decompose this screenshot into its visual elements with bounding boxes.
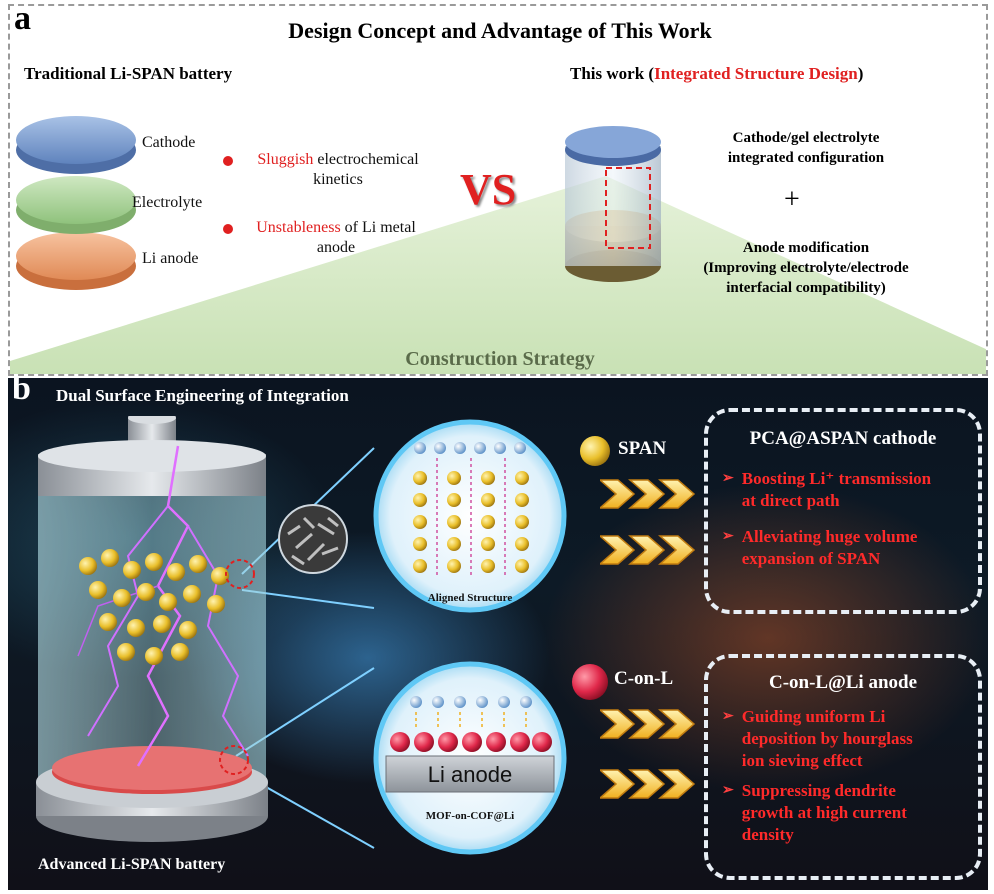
deposition-arrows	[415, 712, 527, 730]
panel-b-title: Dual Surface Engineering of Integration	[56, 386, 349, 405]
integrated-highlight-box	[605, 167, 651, 249]
c-on-l-li-anode-box: C-on-L@Li anode ➢ Guiding uniform Li dep…	[704, 654, 982, 880]
cathode-disc	[16, 116, 136, 174]
cathode-label: Cathode	[142, 134, 196, 151]
chevron-arrow-icon	[600, 479, 696, 509]
span-particles	[79, 549, 229, 665]
cathode-box-item-1: ➢ Boosting Li⁺ transmission at direct pa…	[722, 469, 932, 510]
li-anode-bar-label: Li anode	[427, 762, 513, 787]
cathode-box-title: PCA@ASPAN cathode	[749, 428, 937, 449]
problem-bullet-1	[223, 156, 233, 166]
problem-1: Sluggish electrochemical kinetics	[257, 151, 419, 188]
pca-aspan-cathode-box: PCA@ASPAN cathode ➢ Boosting Li⁺ transmi…	[704, 408, 982, 614]
anode-box-item-2: ➢ Suppressing dendrite growth at high cu…	[722, 781, 907, 844]
cathode-box-item-2: ➢ Alleviating huge volume expansion of S…	[722, 527, 918, 568]
panel-letter-a: a	[14, 4, 31, 37]
panel-letter-b: b	[12, 378, 31, 407]
span-particle-icon	[580, 436, 610, 466]
panel-a: a Design Concept and Advantage of This W…	[8, 4, 988, 376]
li-ions-top	[414, 442, 526, 454]
integrated-cell	[565, 126, 661, 282]
chevron-arrow-icon	[600, 535, 696, 565]
li-anode-bar	[385, 755, 555, 793]
anode-box-item-1: ➢ Guiding uniform Li deposition by hourg…	[722, 707, 913, 770]
mof-on-cof-circle	[373, 661, 567, 855]
this-work-title: This work (Integrated Structure Design)	[570, 64, 864, 83]
vs-label: VS	[460, 165, 517, 214]
chevron-arrow-icon	[600, 769, 696, 799]
span-label: SPAN	[618, 438, 667, 459]
traditional-title: Traditional Li-SPAN battery	[24, 64, 233, 83]
panel-b: b Dual Surface Engineering of Integratio…	[8, 378, 988, 890]
anode-box-title: C-on-L@Li anode	[768, 672, 918, 693]
traditional-layer-stack	[16, 116, 136, 290]
advanced-battery-label: Advanced Li-SPAN battery	[38, 856, 226, 873]
cathode-zoom-marker	[225, 559, 255, 589]
arrow-bullet-icon: ➢	[722, 529, 734, 544]
plus-sign: +	[784, 184, 800, 215]
li-anode-disc	[16, 232, 136, 290]
c-on-l-layer	[390, 732, 552, 752]
ion-paths	[436, 458, 506, 578]
sem-image-inset	[278, 504, 348, 574]
electrolyte-disc	[16, 176, 136, 234]
construction-strategy-label: Construction Strategy	[405, 348, 595, 370]
c-on-l-particle-icon	[572, 664, 608, 700]
li-ions-row	[410, 696, 532, 708]
chevron-arrow-icon	[600, 709, 696, 739]
aligned-structure-circle	[373, 419, 567, 613]
feature-integrated-configuration: Cathode/gel electrolyte integrated confi…	[727, 130, 885, 166]
c-on-l-label: C-on-L	[614, 668, 674, 689]
problem-2: Unstableness of Li metal anode	[256, 219, 416, 256]
panel-a-title: Design Concept and Advantage of This Wor…	[288, 18, 712, 43]
arrow-bullet-icon: ➢	[722, 783, 734, 798]
aligned-structure-caption: Aligned Structure	[427, 592, 513, 604]
feature-anode-modification: Anode modification (Improving electrolyt…	[703, 240, 909, 296]
advanced-battery-illustration	[36, 416, 268, 842]
anode-zoom-marker	[219, 745, 249, 775]
construction-fan	[10, 176, 986, 374]
mof-on-cof-caption: MOF-on-COF@Li	[425, 810, 515, 822]
problem-bullet-2	[223, 224, 233, 234]
electrolyte-label: Electrolyte	[132, 194, 203, 211]
arrow-bullet-icon: ➢	[722, 471, 734, 486]
arrow-bullet-icon: ➢	[722, 709, 734, 724]
span-columns	[413, 471, 529, 573]
li-anode-label: Li anode	[142, 250, 199, 267]
